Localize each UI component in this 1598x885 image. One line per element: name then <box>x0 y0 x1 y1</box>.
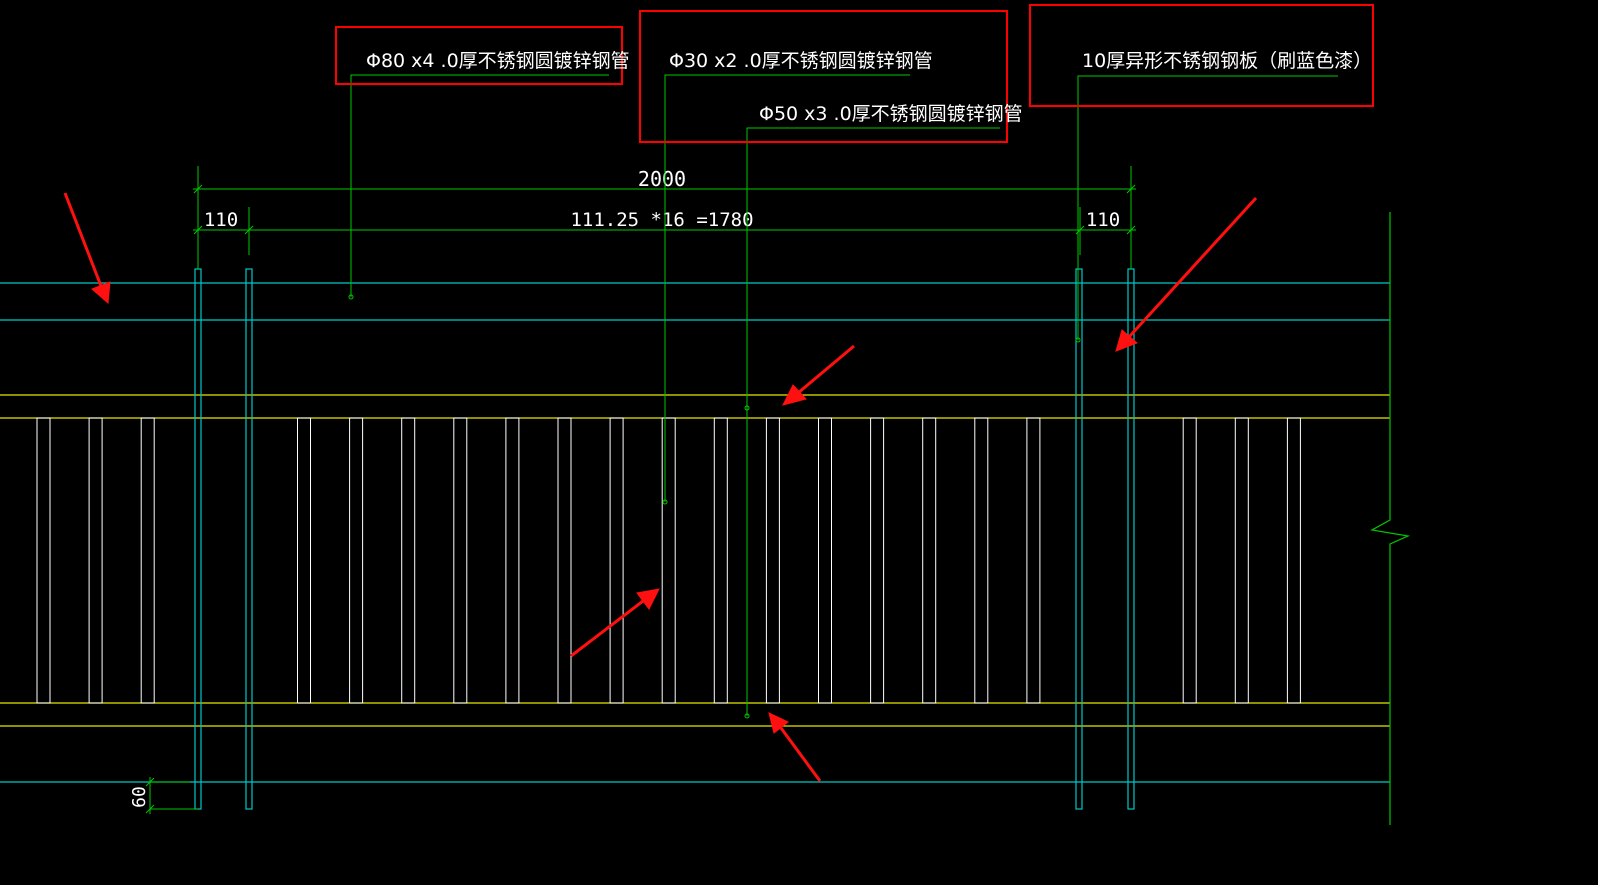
baluster-pipe <box>349 417 364 704</box>
baluster-pipe <box>765 417 780 704</box>
callout-box-plate10 <box>1029 4 1374 107</box>
leader-pipe50 <box>746 127 1000 716</box>
red-arrow-top-left <box>63 192 111 305</box>
leader-pipe80 <box>350 74 609 297</box>
leader-pipe30 <box>664 74 910 502</box>
callout-box-pipe30-50 <box>639 10 1008 143</box>
callout-box-pipe80 <box>335 26 623 85</box>
callout-boxes <box>335 4 1374 143</box>
dim-tick-seg-2 <box>244 225 254 235</box>
baluster-pipe <box>922 417 937 704</box>
break-line-symbol <box>1370 212 1411 825</box>
leader-pipe50-dot-bottom <box>744 713 750 719</box>
baluster-pipe <box>88 417 103 704</box>
callout-pipe80-text: Φ80 x4 .0厚不锈钢圆镀锌钢管 <box>366 50 630 72</box>
balusters-group <box>36 417 1301 704</box>
baluster-pipe <box>297 417 311 704</box>
baluster-pipe <box>1234 417 1249 704</box>
baluster-pipe <box>140 417 155 704</box>
leader-plate10 <box>1077 75 1338 340</box>
dim-tick-seg-3 <box>1075 225 1085 235</box>
dim-tick-seg-1 <box>193 225 203 235</box>
dim-spacing-text: 111.25 *16 =1780 <box>570 209 753 231</box>
baluster-pipe <box>661 417 676 704</box>
callout-pipe50-text: Φ50 x3 .0厚不锈钢圆镀锌钢管 <box>759 103 1023 125</box>
leader-pipe50-dot-top <box>744 405 750 411</box>
baluster-pipe <box>870 417 885 704</box>
red-arrow-right-post <box>1115 196 1258 352</box>
baluster-pipe <box>453 417 468 704</box>
dim-base-height-text: 60 <box>129 786 150 808</box>
red-arrow-upper-beam <box>782 344 855 406</box>
dim-left-offset-text: 110 <box>204 209 238 231</box>
leader-plate10-dot <box>1075 337 1081 343</box>
baluster-pipe <box>1286 417 1301 704</box>
baluster-pipe <box>505 417 520 704</box>
leader-pipe30-dot <box>662 499 668 505</box>
red-arrow-lower-beam <box>768 712 822 782</box>
baluster-pipe <box>401 417 416 704</box>
dim-tick-seg-4 <box>1126 225 1136 235</box>
dim-tick-total-right <box>1126 184 1136 194</box>
left-post-b <box>245 268 253 810</box>
baluster-pipe <box>1182 417 1197 704</box>
dim-total-text: 2000 <box>638 167 686 191</box>
break-line <box>1370 212 1411 825</box>
baluster-pipe <box>36 417 51 704</box>
right-post-a <box>1075 268 1083 810</box>
dim-right-offset-text: 110 <box>1086 209 1120 231</box>
baluster-pipe <box>818 417 832 704</box>
baluster-pipe <box>974 417 989 704</box>
callout-pipe30-text: Φ30 x2 .0厚不锈钢圆镀锌钢管 <box>669 50 933 72</box>
dim-base-tick-top <box>145 777 155 787</box>
red-arrow-baluster <box>570 588 660 658</box>
pointer-arrows <box>63 192 1258 782</box>
baluster-pipe <box>1026 417 1041 704</box>
baluster-pipe <box>557 417 572 704</box>
leader-lines <box>348 74 1338 719</box>
dim-tick-total-left <box>193 184 203 194</box>
dim-base-tick-bottom <box>145 804 155 814</box>
leader-pipe80-dot <box>348 294 354 300</box>
baluster-pipe <box>609 417 624 704</box>
callout-plate10-text: 10厚异形不锈钢钢板（刷蓝色漆） <box>1082 50 1372 72</box>
horizontal-rails <box>0 282 1390 783</box>
baluster-pipe <box>713 417 728 704</box>
